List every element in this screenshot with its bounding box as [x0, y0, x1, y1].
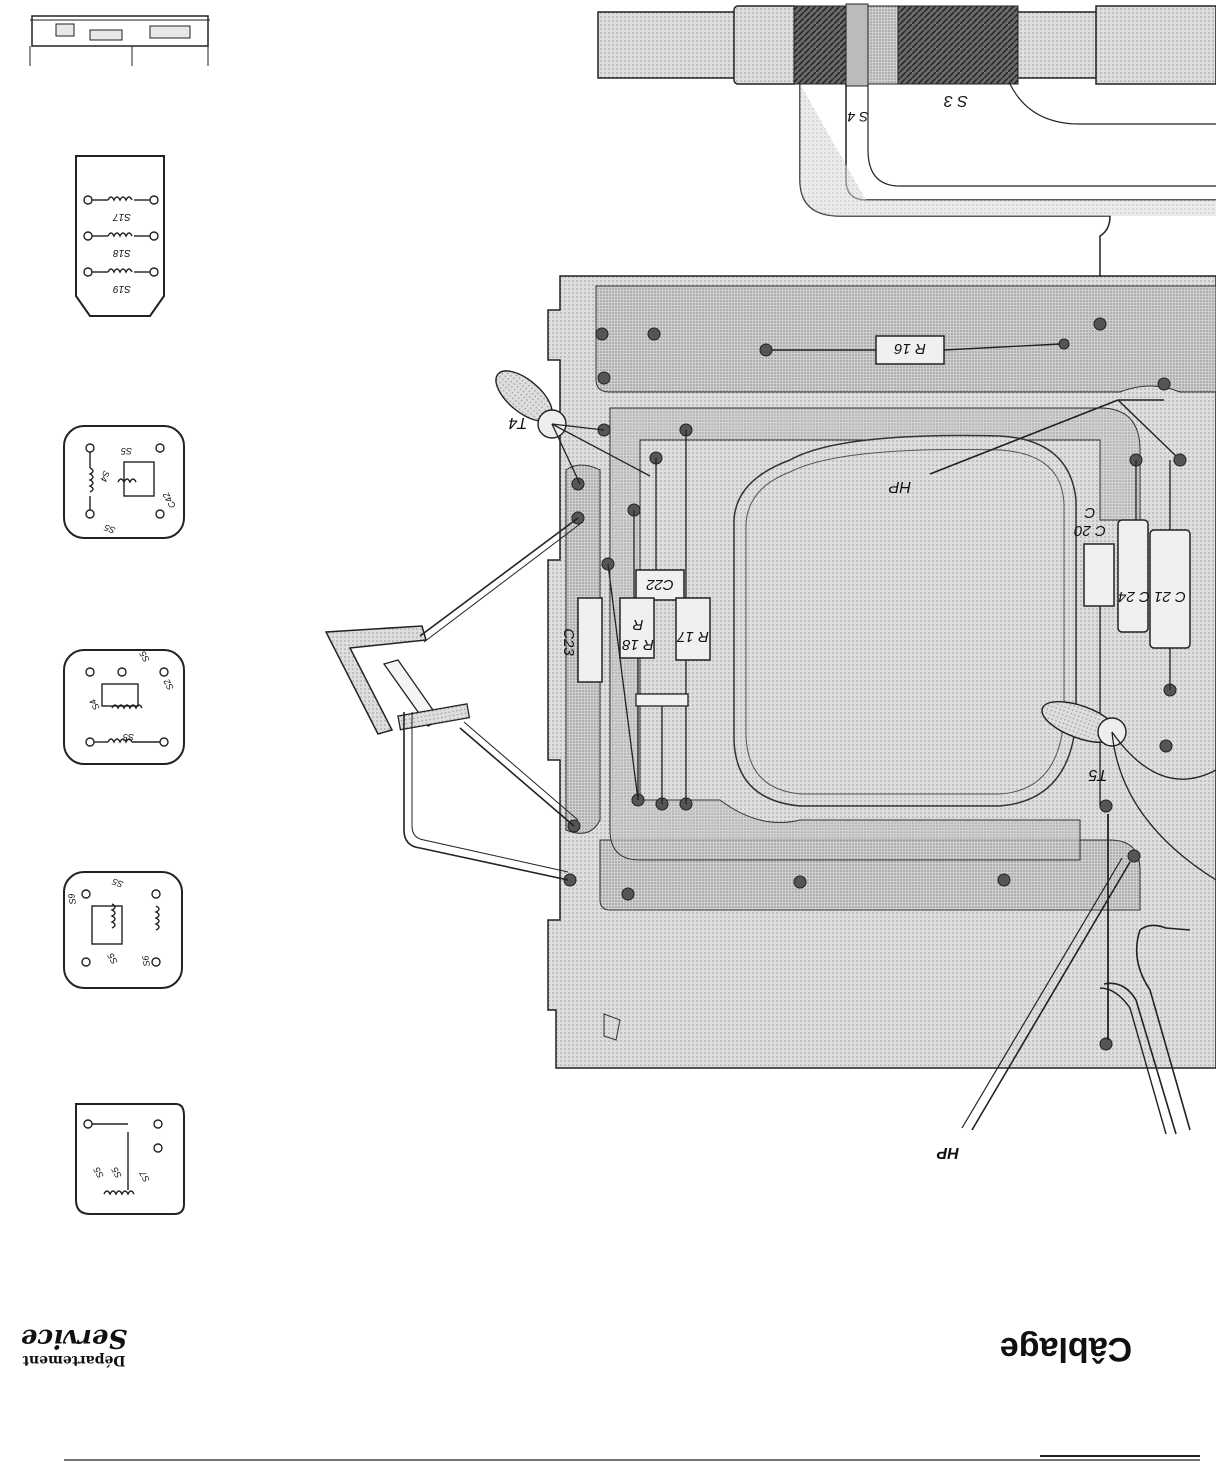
inset-5-label-a: S5 — [110, 876, 125, 890]
capacitor-label-c24: C 24 — [1118, 588, 1150, 605]
capacitor-label-c20-a: C — [1084, 504, 1095, 521]
speaker-label-hp: HP — [889, 478, 912, 495]
inset-4-label-a: S4 — [88, 697, 102, 712]
inset-2-label-b: S18 — [113, 247, 131, 258]
resistor-label-r16: R 16 — [894, 340, 926, 357]
inset-4-label-d: S5 — [122, 732, 134, 742]
transistor-label-t5: T5 — [1089, 766, 1108, 783]
inset-3-coil-block: S4 S5 S5 C42 — [63, 425, 185, 539]
inset-6-coil-block: S5 S5 S7 — [75, 1103, 185, 1215]
inset-3-label-b: S5 — [120, 446, 132, 456]
coil-former: S 4 S 3 — [597, 3, 1216, 320]
capacitor-label-c20: C 20 — [1074, 522, 1106, 539]
inset-1-component-strip — [29, 15, 210, 66]
resistor-label-r17: R 17 — [677, 628, 709, 645]
resistor-label-r18: R 18 — [622, 636, 654, 653]
inset-5-label-c: S6 — [140, 955, 152, 968]
inset-3-label-c: S5 — [102, 522, 117, 536]
inset-4-coil-block: S4 S2 S5 S5 — [63, 649, 185, 765]
inset-2-coil-block: S17 S18 S19 — [75, 155, 165, 317]
coil-label-s4: S 4 — [847, 109, 868, 125]
inset-5-coil-block: S5 S5 S6 S9 — [63, 871, 183, 989]
capacitor-label-c22: C22 — [646, 576, 674, 593]
inset-2-label-c: S19 — [113, 283, 131, 294]
capacitor-label-c21: C 21 — [1154, 588, 1186, 605]
resistor-label-r18-a: R — [632, 616, 643, 633]
page-title: Câblage — [1000, 1330, 1132, 1368]
coil-label-s3: S 3 — [944, 92, 968, 109]
switch-bracket — [324, 517, 581, 881]
service-label: Service — [21, 1323, 127, 1353]
hp-lead-label: HP — [937, 1144, 960, 1161]
capacitor-label-c23: C23 — [560, 628, 577, 656]
inset-2-label-a: S17 — [113, 211, 131, 222]
inset-4-label-b: S2 — [162, 677, 176, 692]
department-label: Département — [22, 1352, 126, 1368]
circuit-board: R 16 T4 C22 R R 18 R 17 C23 HP — [495, 275, 1216, 1135]
inset-3-label-a: S4 — [98, 469, 111, 483]
transistor-label-t4: T4 — [509, 414, 528, 431]
hp-lead-wire: HP — [937, 857, 1131, 1161]
inset-5-label-d: S9 — [66, 893, 78, 906]
